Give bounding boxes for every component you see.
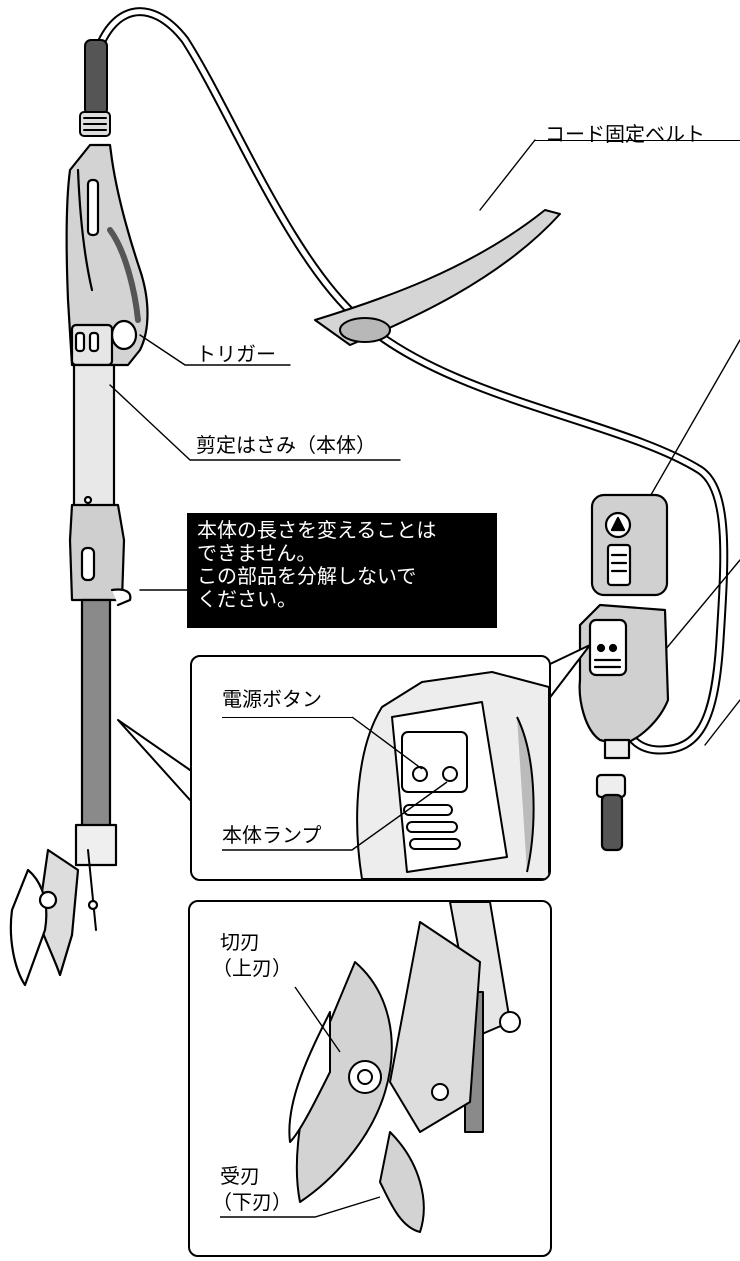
label-cord-belt: コード固定ベルト [545,122,705,146]
note-line-4: ください。 [197,587,297,611]
label-underline [222,717,352,718]
label-upper-blade: 切刃 [220,930,260,954]
note-line-3: この部品を分解しないで [197,564,417,588]
label-body-lamp: 本体ランプ [222,823,322,847]
label-shears-body: 剪定はさみ（本体） [196,433,376,457]
lock-collar [68,503,132,607]
battery-adapter [578,603,670,760]
callout-blade-detail: 切刃 （上刃） 受刃 （下刃） [188,900,552,1257]
label-upper-blade-sub: （上刃） [212,956,292,980]
cord-strain-relief [79,39,111,137]
cutting-head-small [9,848,99,987]
lower-tube [80,598,112,832]
note-line-2: できません。 [197,541,317,565]
battery-pack [590,493,669,597]
callout-adapter-detail: 電源ボタン 本体ランプ [190,655,551,881]
label-underline [535,140,740,141]
cord-belt [314,209,561,346]
label-lower-blade-sub: （下刃） [212,1190,292,1214]
label-lower-blade: 受刃 [220,1164,260,1188]
label-power-button: 電源ボタン [222,687,322,711]
note-line-1: 本体の長さを変えることは [197,518,437,542]
handle-body [65,143,149,367]
cord-plug [595,773,627,852]
warning-note: 本体の長さを変えることは できません。 この部品を分解しないで ください。 [187,513,497,628]
label-trigger: トリガー [196,342,276,366]
upper-tube [72,363,116,517]
